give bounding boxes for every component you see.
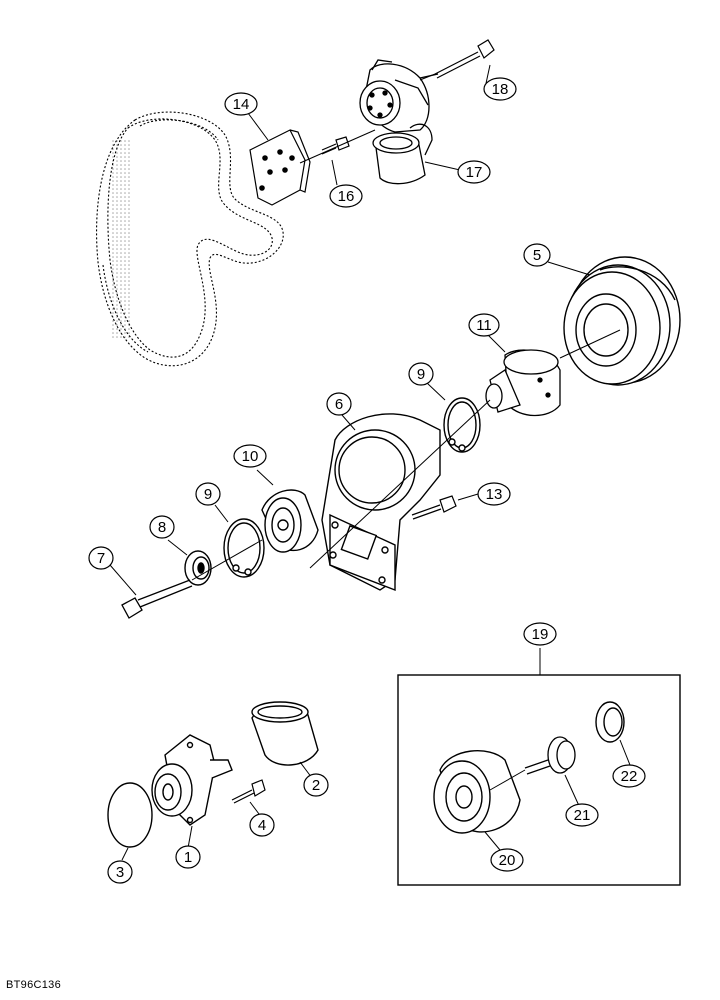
sleeve-2 (251, 701, 319, 766)
bearing-10 (261, 489, 319, 553)
callout-3: 3 (107, 860, 133, 884)
callout-5: 5 (523, 243, 551, 267)
callout-13-label: 13 (486, 486, 503, 503)
shoulder-bolt-21 (524, 736, 576, 775)
shaft-axis-line (191, 539, 263, 581)
crankshaft-pulley-5 (563, 256, 681, 386)
belt-tensioner-assembly (359, 59, 439, 156)
leader-lines (109, 64, 631, 861)
callout-16: 16 (329, 184, 363, 208)
callout-13: 13 (477, 482, 511, 506)
snap-ring-lower-9 (223, 518, 265, 578)
callout-7-label: 7 (97, 550, 105, 567)
idler-pulley-20 (433, 750, 521, 834)
water-pump-1 (151, 734, 233, 826)
callout-4: 4 (249, 813, 275, 837)
callout-21: 21 (565, 803, 599, 827)
callout-18: 18 (483, 77, 517, 101)
callout-21-label: 21 (574, 807, 591, 824)
belt-rib-texture (110, 140, 130, 340)
callout-22: 22 (612, 764, 646, 788)
callout-4-label: 4 (258, 817, 266, 834)
callout-20-label: 20 (499, 852, 516, 869)
callout-2-label: 2 (312, 777, 320, 794)
idler-pulley-17 (372, 132, 426, 185)
hub-axis-line (559, 329, 621, 359)
callout-8: 8 (149, 515, 175, 539)
callout-19: 19 (523, 622, 557, 646)
callout-9-upper: 9 (408, 362, 434, 386)
callout-1: 1 (175, 845, 201, 869)
callout-1-label: 1 (184, 849, 192, 866)
callout-8-label: 8 (158, 519, 166, 536)
bolt-7 (121, 579, 193, 619)
callout-20: 20 (490, 848, 524, 872)
bolt-16-axis-line (299, 129, 376, 164)
callout-17-label: 17 (466, 164, 483, 181)
callout-11: 11 (468, 313, 500, 337)
callout-18-label: 18 (492, 81, 509, 98)
callout-3-label: 3 (116, 864, 124, 881)
callout-5-label: 5 (533, 247, 541, 264)
callout-6-label: 6 (335, 396, 343, 413)
callout-11-label: 11 (476, 317, 492, 334)
callout-17: 17 (457, 160, 491, 184)
figure-code: BT96C136 (6, 979, 61, 991)
bolt-13 (411, 495, 457, 520)
callout-19-label: 19 (532, 626, 549, 643)
tensioner-mounting-plate (249, 129, 311, 206)
callout-16-label: 16 (338, 188, 355, 205)
o-ring-3 (107, 782, 153, 848)
bolt-4 (231, 779, 266, 804)
callout-14-label: 14 (233, 96, 250, 113)
callout-7: 7 (88, 546, 114, 570)
callout-2: 2 (303, 773, 329, 797)
bolt-18 (434, 39, 495, 79)
snap-ring-upper-9 (443, 397, 481, 453)
idler-kit-box-19 (397, 674, 681, 886)
fan-hub-11 (485, 349, 561, 417)
bushing-22 (595, 701, 625, 743)
callout-10: 10 (233, 444, 267, 468)
callout-9-upper-label: 9 (417, 366, 425, 383)
callout-6: 6 (326, 392, 352, 416)
callout-14: 14 (224, 92, 258, 116)
callout-9-lower: 9 (195, 482, 221, 506)
housing-axis-line (309, 399, 491, 569)
bolt-18-axis-line (419, 73, 436, 81)
callout-9-lower-label: 9 (204, 486, 212, 503)
callout-22-label: 22 (621, 768, 638, 785)
idler-axis-line (489, 769, 526, 791)
callout-10-label: 10 (242, 448, 259, 465)
washer-8 (184, 550, 212, 586)
